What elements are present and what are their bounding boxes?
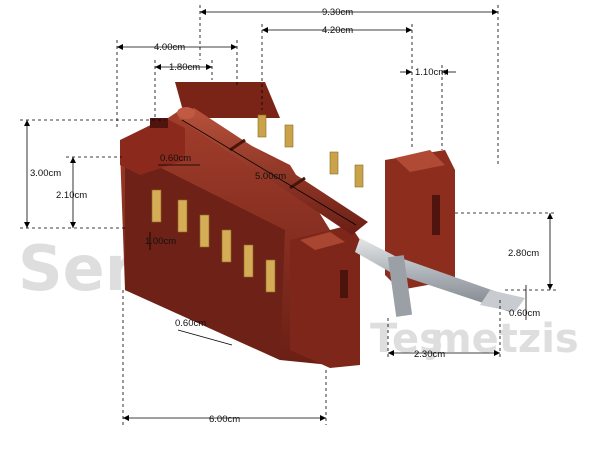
switch-body	[120, 82, 525, 368]
watermark-line1: Ser	[18, 232, 136, 305]
dimension-arrows	[24, 9, 553, 421]
dim-top-width: 4.00cm	[154, 42, 185, 53]
dim-terminal-gap: 1.00cm	[145, 236, 176, 247]
dim-height: 3.00cm	[30, 168, 61, 179]
dimension-lines	[20, 5, 557, 425]
watermark-suffix: metzis	[430, 316, 579, 362]
dim-base-tab: 0.60cm	[175, 318, 206, 329]
dim-top-inner: 1.80cm	[169, 62, 200, 73]
dim-shaft-height: 2.80cm	[508, 248, 539, 259]
dim-terminal-pitch: 0.60cm	[160, 153, 191, 164]
dim-shaft-flat: 0.60cm	[509, 308, 540, 319]
dim-shaft-length: 2.30cm	[414, 349, 445, 360]
dim-diagonal: 5.00cm	[255, 171, 286, 182]
dimension-labels: 9.30cm 4.20cm 4.00cm 1.80cm 1.10cm 3.00c…	[30, 7, 540, 425]
watermark-line3: Teş	[370, 316, 443, 362]
dim-inner-height: 2.10cm	[56, 190, 87, 201]
watermark: Ser Teş metzis	[18, 232, 579, 362]
dim-overall-length: 9.30cm	[322, 7, 353, 18]
dim-end-tab: 1.10cm	[415, 67, 446, 78]
dim-base-width: 6.00cm	[209, 414, 240, 425]
dim-body-length: 4.20cm	[322, 25, 353, 36]
